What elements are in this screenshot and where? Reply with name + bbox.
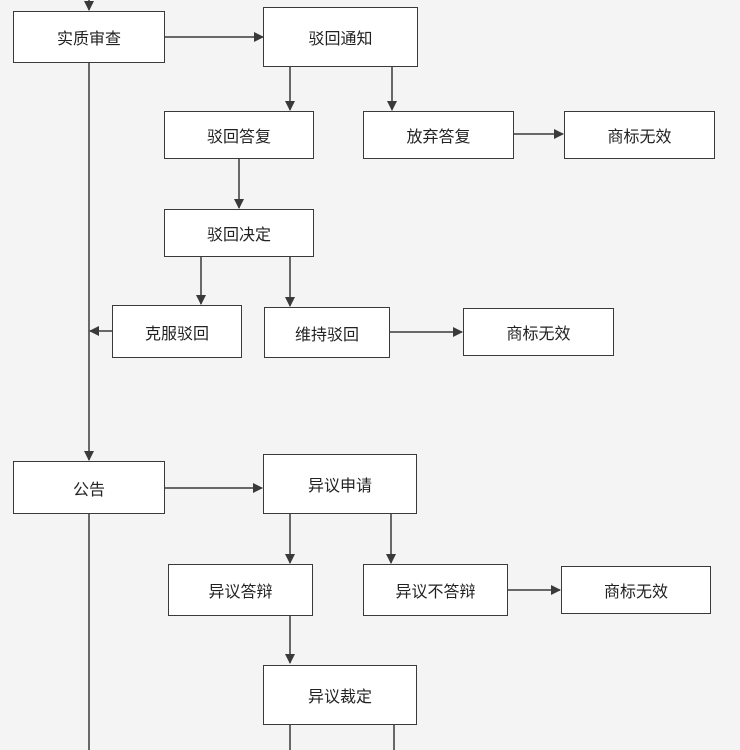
node-label: 驳回通知 [308,29,373,48]
node-label: 驳回决定 [206,225,271,244]
node-label: 异议不答辩 [395,582,476,601]
node-trademark-invalid-1: 商标无效 [564,111,715,159]
node-opposition-ruling: 异议裁定 [263,665,417,725]
node-opposition-defense: 异议答辩 [168,564,313,616]
node-label: 维持驳回 [294,324,359,344]
node-label: 克服驳回 [144,323,209,343]
node-label: 驳回答复 [206,127,271,146]
node-trademark-invalid-3: 商标无效 [561,566,711,614]
node-opposition-application: 异议申请 [263,454,417,514]
node-label: 商标无效 [603,582,668,601]
node-label: 商标无效 [506,324,571,343]
node-label: 异议答辩 [208,582,273,601]
node-uphold-rejection: 维持驳回 [264,307,390,358]
node-rejection-reply: 驳回答复 [164,111,314,159]
node-label: 实质审查 [56,29,121,48]
node-label: 放弃答复 [406,127,471,146]
node-label: 商标无效 [607,127,672,146]
node-trademark-invalid-2: 商标无效 [463,308,614,356]
node-rejection-notice: 驳回通知 [263,7,418,67]
node-substantive-review: 实质审查 [13,11,165,63]
node-opposition-no-defense: 异议不答辩 [363,564,508,616]
node-label: 异议裁定 [307,687,372,706]
node-label: 公告 [72,479,105,499]
node-label: 异议申请 [307,476,372,495]
node-announcement: 公告 [13,461,165,514]
node-overcome-rejection: 克服驳回 [112,305,242,358]
node-rejection-decision: 驳回决定 [164,209,314,257]
node-abandon-reply: 放弃答复 [363,111,514,159]
